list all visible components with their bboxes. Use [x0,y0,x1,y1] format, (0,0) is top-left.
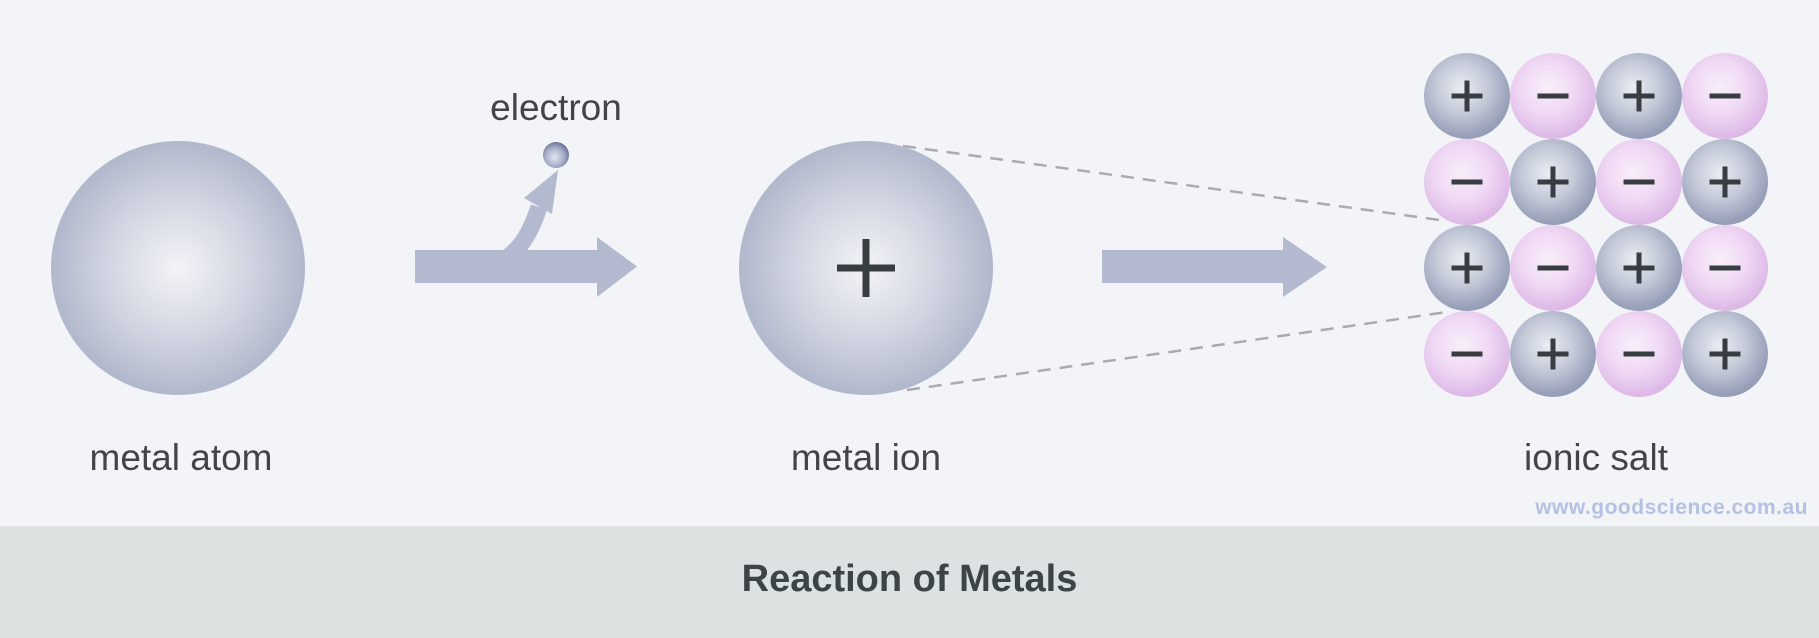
reaction-arrow-icon [415,237,637,297]
lattice-cation [1510,311,1596,397]
watermark-url: www.goodscience.com.au [1535,496,1808,519]
metal-ion-label: metal ion [790,437,942,478]
magnifier-dash-bottom [906,310,1448,392]
title-bar: Reaction of Metals [0,526,1819,638]
lattice-anion [1682,225,1768,311]
metal-atom-label: metal atom [89,437,273,478]
diagram-title: Reaction of Metals [741,557,1078,600]
electron-branch-arrowhead-icon [524,170,558,214]
lattice-cation [1596,53,1682,139]
lattice-cation [1682,311,1768,397]
lattice-anion [1510,225,1596,311]
metal-ion-sphere [739,141,993,395]
electron-label: electron [490,87,622,128]
electron-sphere [543,142,569,168]
lattice-cation [1682,139,1768,225]
metal-atom-sphere [51,141,305,395]
lattice-cation [1596,225,1682,311]
lattice-anion [1510,53,1596,139]
lattice-cation [1510,139,1596,225]
magnifier-dash-top [902,144,1448,223]
ionic-salt-label: ionic salt [1524,437,1668,478]
lattice-anion [1682,53,1768,139]
lattice-anion [1596,311,1682,397]
ionic-salt-lattice [1424,53,1768,397]
electron-branch-curve [475,204,548,281]
lattice-anion [1596,139,1682,225]
lattice-anion [1424,311,1510,397]
crystallise-arrow-icon [1102,237,1327,297]
lattice-cation [1424,225,1510,311]
lattice-anion [1424,139,1510,225]
lattice-cation [1424,53,1510,139]
